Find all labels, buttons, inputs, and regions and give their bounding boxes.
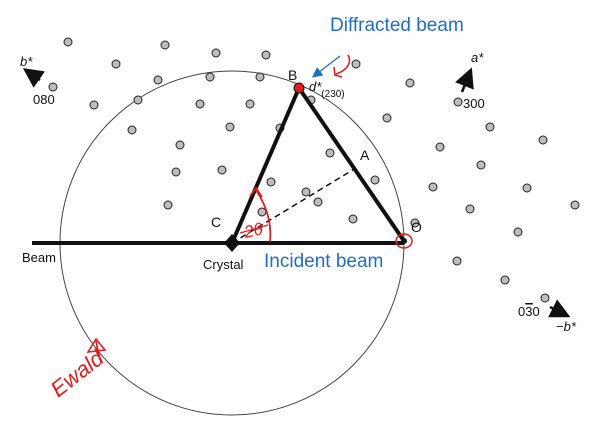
lattice-point (205, 72, 215, 82)
lattice-point (153, 75, 163, 85)
lattice-point (171, 167, 181, 177)
index-080-label: 080 (33, 92, 55, 107)
lattice-point (63, 37, 73, 47)
a-star-arrow (455, 67, 474, 93)
crystal-marker (224, 234, 240, 252)
lattice-point (570, 200, 580, 210)
lattice-point (217, 165, 227, 175)
lattice-point (485, 122, 495, 132)
point-b-label: B (288, 67, 297, 83)
lattice-point (301, 187, 311, 197)
d-star-label: d*(230) (309, 79, 345, 100)
lattice-point (348, 214, 358, 224)
point-o-dot (401, 238, 407, 244)
d-star-red-pointer (335, 54, 351, 75)
point-o-label: O (411, 219, 422, 235)
lattice-point (476, 160, 486, 170)
lattice-point (370, 175, 380, 185)
ewald-red-arrow-head (86, 337, 107, 353)
line-c-a-dashed (231, 167, 357, 244)
lattice-point (261, 50, 271, 60)
point-o-red-circle (395, 233, 413, 249)
lattice-point (382, 113, 392, 123)
two-theta-arc (255, 189, 272, 243)
crystal-label: Crystal (203, 257, 244, 272)
lattice-point (195, 99, 205, 109)
d-star-red-pointer-head (333, 66, 343, 78)
incident-beam-label: Incident beam (264, 251, 383, 272)
point-b-dot (293, 82, 305, 94)
b-star-label: b* (20, 54, 33, 69)
lattice-point (500, 275, 510, 285)
lattice-point (513, 227, 523, 237)
lattice-point (266, 177, 276, 187)
two-theta-arc-head (249, 186, 263, 198)
lattice-point (111, 59, 121, 69)
two-theta-label: 2θ (241, 219, 265, 242)
lattice-point (245, 99, 255, 109)
lattice-point (453, 97, 463, 107)
lattice-point (160, 40, 170, 50)
lattice-point (163, 200, 173, 210)
lattice-point (405, 78, 415, 88)
lattice-point (257, 207, 267, 217)
lattice-point (465, 204, 475, 214)
point-c-label: C (211, 214, 221, 230)
line-b-o (297, 86, 406, 243)
lattice-point (452, 256, 462, 266)
point-a-label: A (360, 147, 370, 163)
lattice-point (175, 140, 185, 150)
index-030-label: 030 (518, 304, 540, 319)
lattice-point (313, 197, 323, 207)
lattice-point (435, 142, 445, 152)
lattice-point (522, 183, 532, 193)
neg-b-star-arrow (548, 299, 571, 318)
lattice-point (538, 135, 548, 145)
beam-label: Beam (22, 250, 56, 265)
b-star-arrow (22, 68, 46, 88)
lattice-point (351, 59, 361, 69)
reciprocal-lattice-points (48, 37, 580, 303)
lattice-point (325, 148, 335, 158)
index-300-label: 300 (463, 96, 485, 111)
lattice-point (225, 122, 235, 132)
lattice-point (211, 48, 221, 58)
line-c-b (230, 87, 301, 244)
lattice-point (540, 293, 550, 303)
neg-b-star-label: −b* (556, 319, 577, 334)
lattice-point (255, 72, 265, 82)
lattice-point (133, 95, 143, 105)
diffracted-beam-arrow (311, 55, 341, 78)
lattice-point (89, 100, 99, 110)
two-theta-underline (239, 224, 269, 234)
lattice-point (127, 125, 137, 135)
lattice-point (48, 82, 58, 92)
lattice-point (428, 182, 438, 192)
a-star-label: a* (471, 50, 484, 65)
lattice-point (410, 218, 420, 228)
diffracted-beam-label: Diffracted beam (330, 15, 464, 36)
